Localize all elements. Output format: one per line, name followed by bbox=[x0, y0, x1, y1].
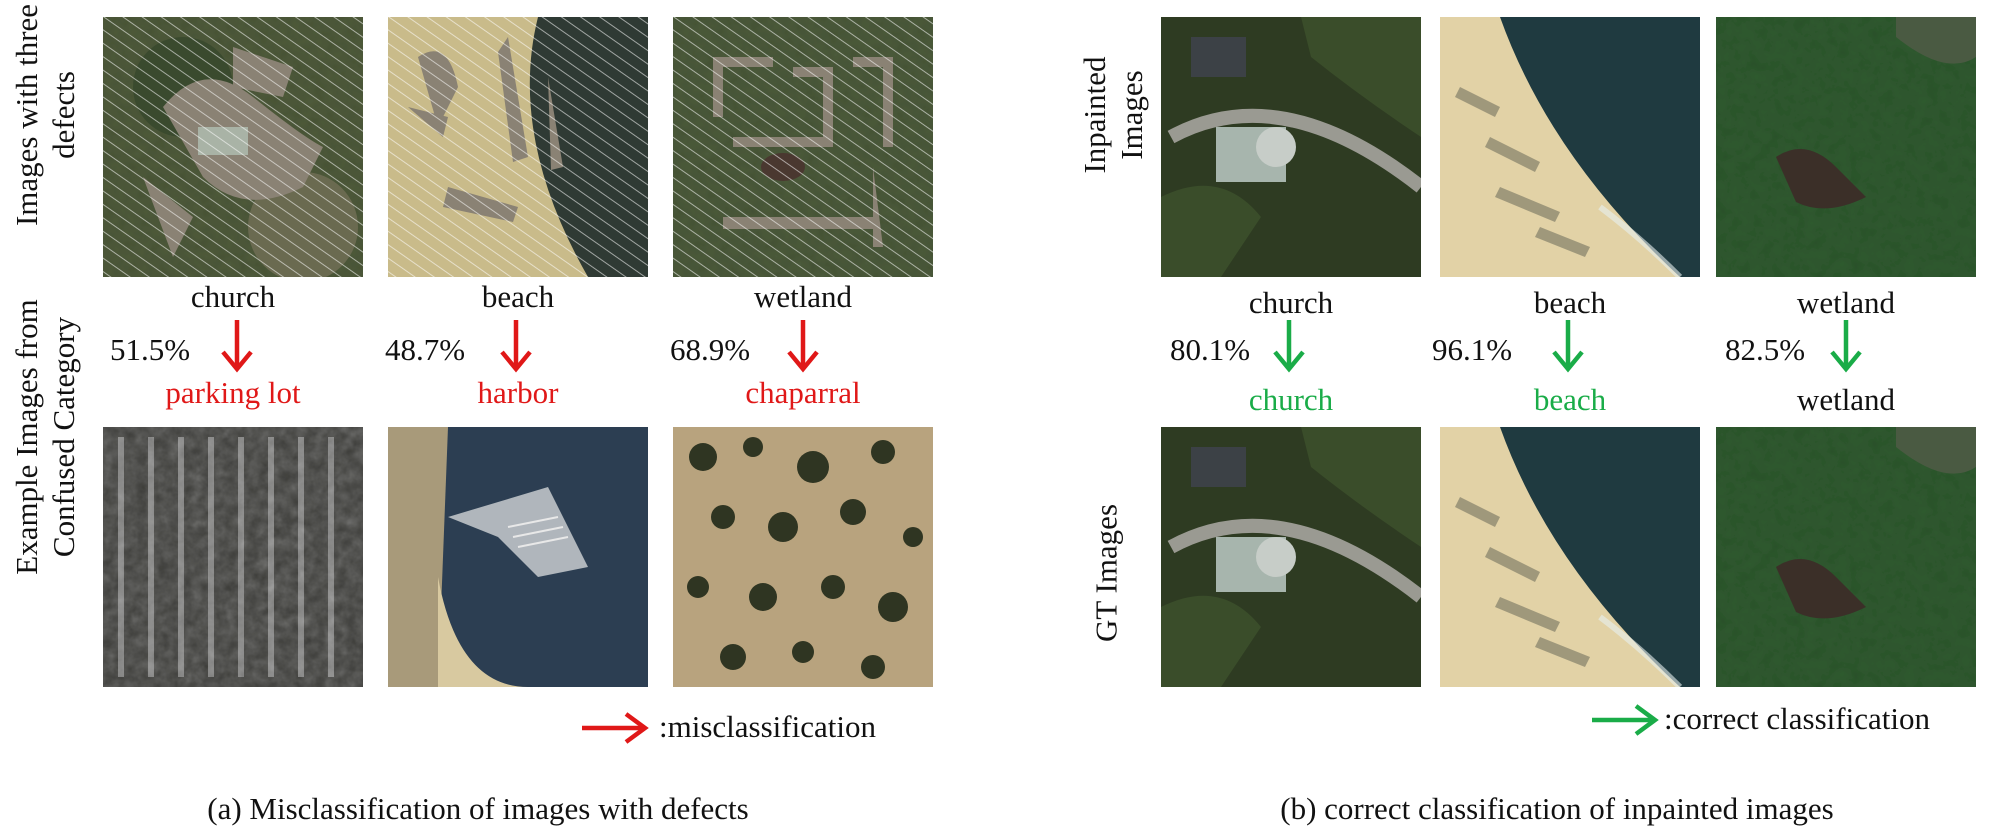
gt-image-wetland bbox=[1716, 427, 1976, 687]
inpainted-image-beach bbox=[1440, 17, 1700, 277]
defect-image-wetland bbox=[673, 17, 933, 277]
predicted-label-chaparral: chaparral bbox=[745, 375, 861, 410]
red-arrow-down-icon bbox=[221, 320, 253, 373]
inpainted-image-wetland bbox=[1716, 17, 1976, 277]
red-arrow-legend-icon bbox=[582, 712, 649, 744]
example-image-chaparral bbox=[673, 427, 933, 687]
row-label-gt-images: GT Images bbox=[1088, 503, 1124, 643]
true-label-wetland-a: wetland bbox=[753, 279, 853, 314]
example-image-harbor bbox=[388, 427, 648, 687]
example-image-parking-lot bbox=[103, 427, 363, 687]
true-label-beach-a: beach bbox=[481, 279, 555, 314]
predicted-label-wetland-b: wetland bbox=[1796, 382, 1896, 417]
caption-panel-a: (a) Misclassification of images with def… bbox=[207, 791, 749, 826]
confidence-beach-b: 96.1% bbox=[1432, 332, 1513, 367]
green-arrow-down-icon bbox=[1830, 320, 1862, 373]
green-arrow-down-icon bbox=[1273, 320, 1305, 373]
true-label-wetland-b: wetland bbox=[1796, 285, 1896, 320]
true-label-church-a: church bbox=[190, 279, 276, 314]
predicted-label-beach-b: beach bbox=[1533, 382, 1607, 417]
true-label-church-b: church bbox=[1248, 285, 1334, 320]
true-label-beach-b: beach bbox=[1533, 285, 1607, 320]
predicted-label-harbor: harbor bbox=[477, 375, 559, 410]
green-arrow-down-icon bbox=[1552, 320, 1584, 373]
gt-image-beach bbox=[1440, 427, 1700, 687]
caption-panel-b: (b) correct classification of inpainted … bbox=[1280, 791, 1834, 826]
inpainted-image-church bbox=[1161, 17, 1421, 277]
red-arrow-down-icon bbox=[787, 320, 819, 373]
confidence-church-a: 51.5% bbox=[110, 332, 191, 367]
gt-image-church bbox=[1161, 427, 1421, 687]
confidence-wetland-a: 68.9% bbox=[670, 332, 751, 367]
legend-misclassification: :misclassification bbox=[659, 709, 876, 744]
confidence-church-b: 80.1% bbox=[1170, 332, 1251, 367]
predicted-label-parking-lot: parking lot bbox=[165, 375, 301, 410]
confidence-wetland-b: 82.5% bbox=[1725, 332, 1806, 367]
defect-image-church bbox=[103, 17, 363, 277]
legend-correct-classification: :correct classification bbox=[1664, 701, 1930, 736]
defect-image-beach bbox=[388, 17, 648, 277]
confidence-beach-a: 48.7% bbox=[385, 332, 466, 367]
predicted-label-church-b: church bbox=[1248, 382, 1334, 417]
green-arrow-legend-icon bbox=[1592, 704, 1659, 736]
red-arrow-down-icon bbox=[500, 320, 532, 373]
